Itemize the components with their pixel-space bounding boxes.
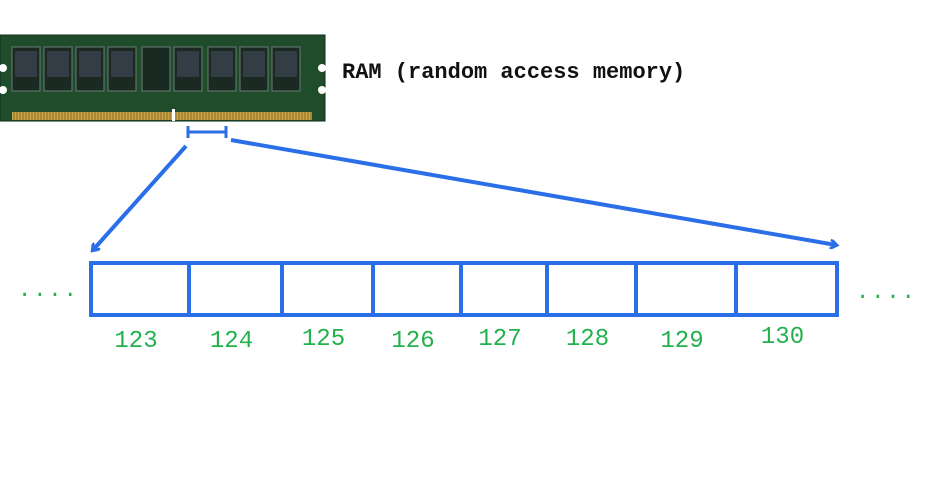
cell-address-label: 127: [478, 326, 522, 353]
ram-chip-face: [111, 51, 133, 77]
memory-cells: [89, 261, 839, 317]
ram-label: RAM (random access memory): [342, 60, 686, 85]
memory-cell: [187, 261, 284, 317]
ram-contact-lines: [13, 112, 312, 120]
cell-address-label: 129: [660, 328, 704, 355]
arrow-icon-left: [93, 144, 188, 250]
cell-address-label: 128: [565, 326, 610, 353]
ram-chip: [141, 46, 171, 92]
memory-cell: [371, 261, 463, 317]
ram-notch-left-top: [0, 64, 7, 72]
cell-address-label: 123: [114, 328, 158, 355]
memory-cell: [634, 261, 738, 317]
cell-address-label: 124: [209, 328, 254, 355]
ram-contacts: [12, 112, 312, 120]
ram-chip-face: [243, 51, 265, 77]
cell-address-label: 125: [301, 326, 346, 353]
ram-chip-face: [275, 51, 297, 77]
memory-cell: [89, 261, 191, 317]
ram-chip-face: [177, 51, 199, 77]
memory-cell: [545, 261, 638, 317]
cell-address-label: 126: [391, 328, 435, 355]
memory-cell: [459, 261, 549, 317]
memory-cell: [734, 261, 839, 317]
ram-notch-left-bottom: [0, 86, 7, 94]
ram-chip-face: [79, 51, 101, 77]
arrow-icon-right: [230, 138, 836, 245]
ram-chip-face: [211, 51, 233, 77]
ram-notch-right-bottom: [318, 86, 326, 94]
memory-cell: [280, 261, 375, 317]
ram-stick-icon: [0, 34, 326, 122]
ellipsis-left: ....: [18, 278, 79, 303]
ram-chip-face: [15, 51, 37, 77]
cell-address-label: 130: [760, 324, 805, 351]
ram-key-notch: [172, 109, 175, 121]
ram-chips: [11, 46, 301, 92]
ellipsis-right: ....: [856, 280, 917, 305]
ram-notch-right-top: [318, 64, 326, 72]
zoom-bracket: [186, 126, 228, 138]
ram-chip-face: [47, 51, 69, 77]
